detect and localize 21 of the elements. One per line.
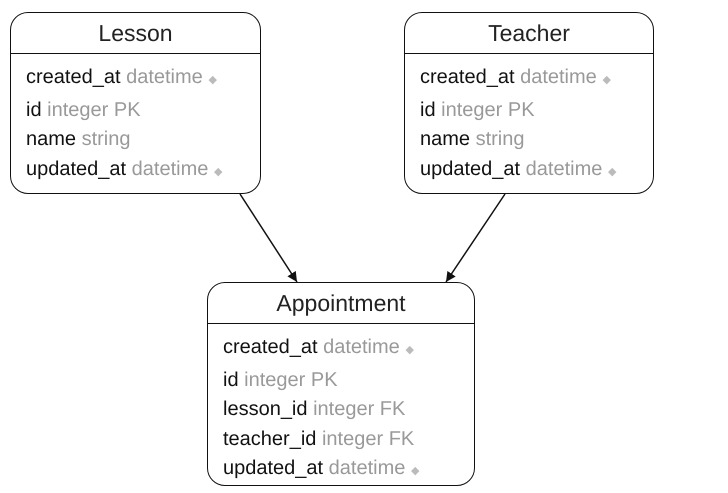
entity-box	[404, 12, 654, 194]
attribute-row-text: lesson_id integer FK	[223, 397, 406, 422]
attribute-row-text: updated_at datetime ◆	[223, 456, 419, 481]
attribute-row-text: teacher_id integer FK	[223, 426, 414, 452]
entity-box	[207, 282, 475, 486]
attribute-row-text: name string	[26, 127, 130, 152]
attribute-row-text: updated_at datetime ◆	[26, 156, 222, 182]
attribute-row-text: created_at datetime ◆	[26, 65, 216, 90]
attribute-row-text: id integer PK	[26, 98, 141, 122]
attribute-row-text: created_at datetime ◆	[420, 65, 610, 90]
arrow	[239, 194, 298, 282]
attribute-row-text: id integer PK	[223, 368, 338, 392]
entity-title: Appointment	[208, 283, 474, 324]
entity-title: Teacher	[405, 13, 653, 54]
attribute-row-text: updated_at datetime ◆	[420, 156, 616, 182]
entity-title: Lesson	[11, 13, 260, 54]
attribute-row-text: created_at datetime ◆	[223, 335, 414, 360]
arrow	[445, 194, 506, 282]
attribute-row-text: id integer PK	[420, 98, 535, 122]
entity-box	[10, 12, 261, 194]
attribute-row-text: name string	[420, 127, 524, 152]
